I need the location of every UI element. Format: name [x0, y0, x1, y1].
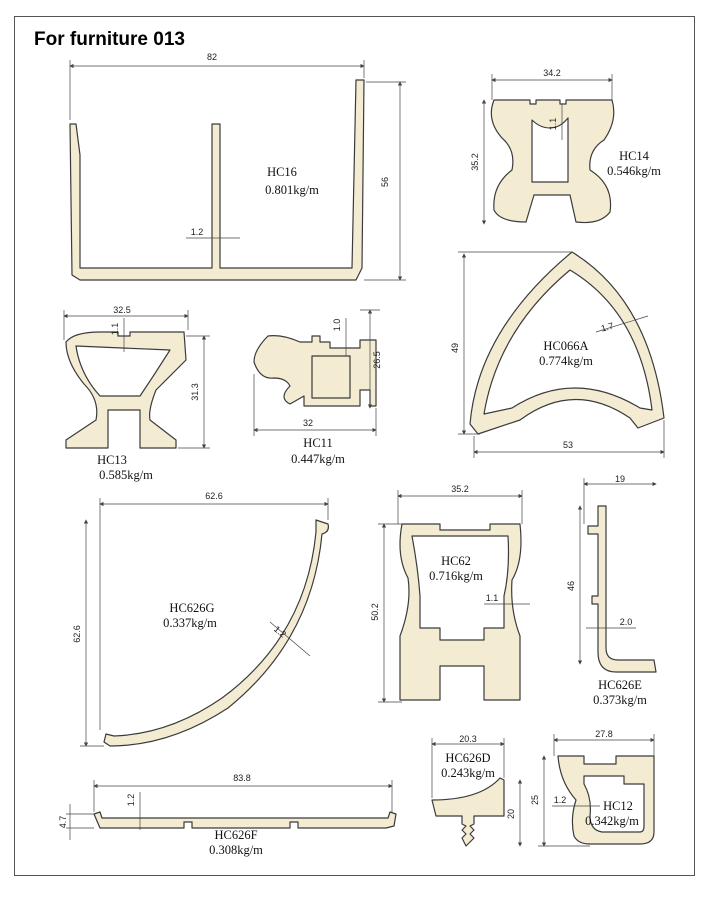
profile-hc16: 82 56 1.2 HC16 0.801kg/m: [69, 52, 406, 281]
hc16-name: HC16: [267, 165, 297, 179]
hc13-height-dim: 31.3: [190, 383, 200, 401]
profile-hc626d: 20.3 20 HC626D 0.243kg/m: [431, 734, 523, 847]
hc11-name: HC11: [303, 436, 332, 450]
hc13-weight: 0.585kg/m: [99, 468, 153, 482]
profile-hc626f: 83.8 4.7 1.2 HC626F 0.308kg/m: [58, 773, 397, 857]
profile-hc626g: 62.6 62.6 1.2 HC626G 0.337kg/m: [72, 491, 329, 747]
hc626e-weight: 0.373kg/m: [593, 693, 647, 707]
hc62-thickness-dim: 1.1: [486, 593, 499, 603]
hc626f-width-dim: 83.8: [233, 773, 251, 783]
profile-hc066a: 49 53 1.7 HC066A 0.774kg/m: [450, 251, 665, 458]
hc066a-thickness-dim: 1.7: [600, 321, 615, 334]
hc626e-thickness-dim: 2.0: [620, 617, 633, 627]
hc626f-thickness-dim: 1.2: [126, 794, 136, 807]
hc12-name: HC12: [603, 799, 633, 813]
hc14-shape: [490, 99, 615, 224]
hc626e-shape: [587, 505, 657, 673]
hc626e-name: HC626E: [598, 678, 642, 692]
hc12-thickness-dim: 1.2: [554, 795, 567, 805]
hc066a-height-dim: 49: [450, 343, 460, 353]
hc16-width-dim: 82: [207, 52, 217, 62]
page-title: For furniture 013: [34, 29, 185, 50]
hc62-shape: [399, 523, 522, 701]
hc11-height-dim: 26.5: [372, 351, 382, 369]
hc16-weight: 0.801kg/m: [265, 183, 319, 197]
hc066a-shape: [469, 251, 665, 435]
hc626e-width-dim: 19: [615, 474, 625, 484]
hc626g-shape: [103, 519, 329, 747]
hc12-shape: [557, 755, 655, 845]
hc066a-name: HC066A: [543, 339, 588, 353]
hc11-shape: [253, 335, 377, 407]
hc626g-name: HC626G: [169, 601, 214, 615]
hc16-height-dim: 56: [380, 177, 390, 187]
hc626g-width-dim: 62.6: [205, 491, 223, 501]
hc13-thickness-dim: 1.1: [110, 323, 120, 336]
hc13-shape: [65, 331, 187, 449]
hc11-thickness-dim: 1.0: [332, 319, 342, 332]
hc626g-height-dim: 62.6: [72, 625, 82, 643]
profile-hc12: 27.8 25 1.2 HC12 0.342kg/m: [530, 729, 655, 847]
hc11-width-dim: 32: [303, 418, 313, 428]
hc066a-width-dim: 53: [563, 440, 573, 450]
hc16-shape: [69, 79, 365, 281]
hc13-width-dim: 32.5: [113, 305, 131, 315]
profile-hc14: 34.2 35.2 1.1 HC14 0.546kg/m: [470, 68, 661, 225]
profile-hc13: 32.5 31.3 1.1 HC13 0.585kg/m: [63, 305, 210, 482]
hc62-weight: 0.716kg/m: [429, 569, 483, 583]
hc62-width-dim: 35.2: [451, 484, 469, 494]
hc626f-shape: [93, 811, 397, 829]
hc14-height-dim: 35.2: [470, 153, 480, 171]
hc14-name: HC14: [619, 149, 650, 163]
hc626d-weight: 0.243kg/m: [441, 766, 495, 780]
hc16-thickness-dim: 1.2: [191, 227, 204, 237]
hc626g-weight: 0.337kg/m: [163, 616, 217, 630]
hc12-height-dim: 25: [530, 795, 540, 805]
hc626f-height-dim: 4.7: [58, 816, 68, 829]
hc14-width-dim: 34.2: [543, 68, 561, 78]
hc12-width-dim: 27.8: [595, 729, 613, 739]
hc626e-height-dim: 46: [566, 581, 576, 591]
hc626f-weight: 0.308kg/m: [209, 843, 263, 857]
hc12-weight: 0.342kg/m: [585, 814, 639, 828]
hc14-weight: 0.546kg/m: [607, 164, 661, 178]
hc066a-weight: 0.774kg/m: [539, 354, 593, 368]
profile-hc626e: 19 46 2.0 HC626E 0.373kg/m: [566, 474, 657, 707]
profile-hc62: 35.2 50.2 1.1 HC62 0.716kg/m: [370, 484, 530, 703]
hc14-thickness-dim: 1.1: [548, 118, 558, 131]
hc13-name: HC13: [97, 453, 127, 467]
hc62-height-dim: 50.2: [370, 603, 380, 621]
hc626d-height-dim: 20: [506, 809, 516, 819]
hc11-weight: 0.447kg/m: [291, 452, 345, 466]
hc626d-name: HC626D: [445, 751, 490, 765]
hc62-name: HC62: [441, 554, 471, 568]
hc626f-name: HC626F: [214, 828, 257, 842]
hc626d-width-dim: 20.3: [459, 734, 477, 744]
hc626d-shape: [431, 777, 505, 847]
profile-hc11: 32 26.5 1.0 HC11 0.447kg/m: [253, 309, 382, 466]
